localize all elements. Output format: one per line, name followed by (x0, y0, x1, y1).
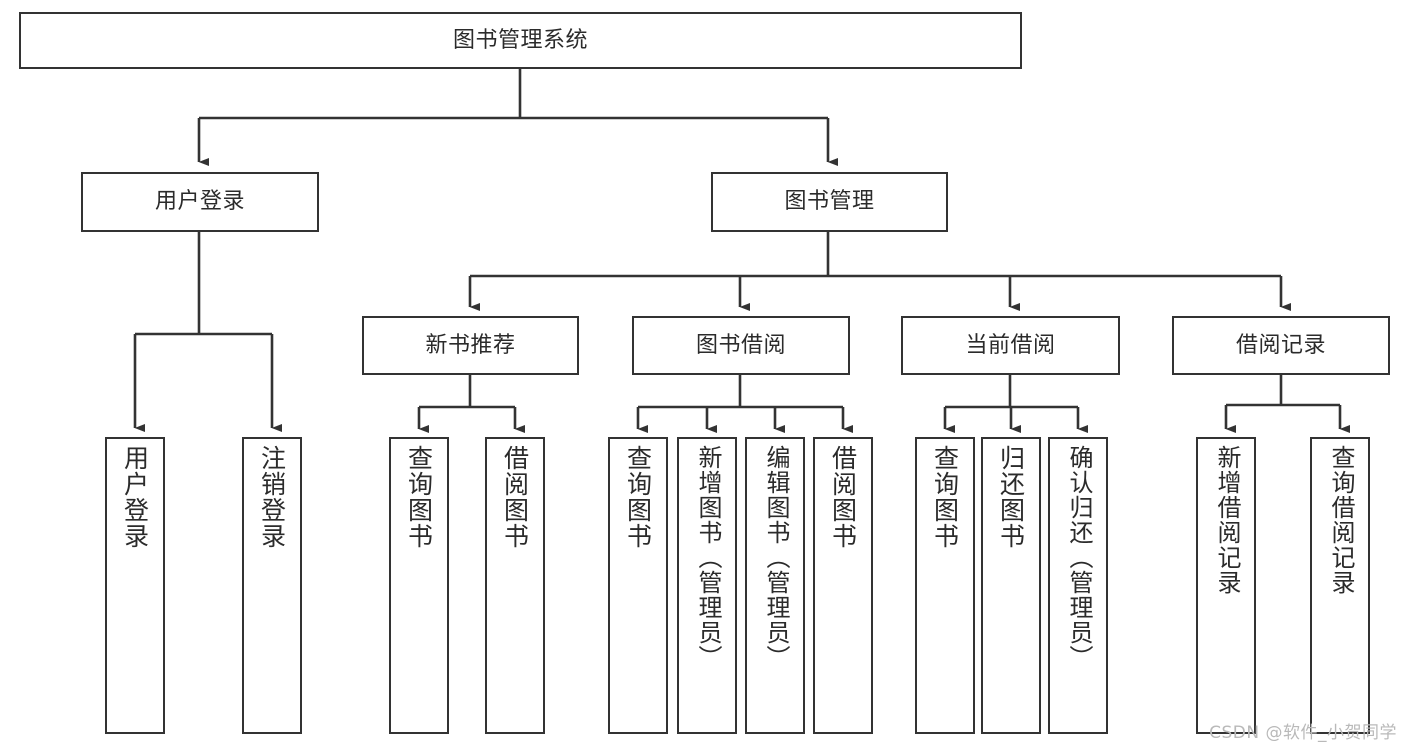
node-leaf-query-book-2[interactable]: 查询图书 (608, 437, 668, 734)
node-leaf-confirm-return-label: 确认归还（管理员） (1064, 445, 1093, 670)
node-leaf-query-book-2-label: 查询图书 (623, 445, 653, 549)
node-leaf-edit-book[interactable]: 编辑图书（管理员） (745, 437, 805, 734)
node-leaf-borrow-book-1[interactable]: 借阅图书 (485, 437, 545, 734)
node-current-borrow[interactable]: 当前借阅 (901, 316, 1120, 375)
node-leaf-return-book-label: 归还图书 (996, 445, 1026, 549)
node-book-borrow[interactable]: 图书借阅 (632, 316, 850, 375)
node-leaf-add-book-label: 新增图书（管理员） (693, 445, 722, 670)
node-user-login-label: 用户登录 (154, 189, 245, 215)
node-borrow-record-label: 借阅记录 (1235, 332, 1326, 358)
node-leaf-borrow-book-1-label: 借阅图书 (500, 445, 530, 549)
node-leaf-edit-book-label: 编辑图书（管理员） (761, 445, 790, 670)
node-leaf-query-book-1-label: 查询图书 (404, 445, 434, 549)
node-user-login[interactable]: 用户登录 (81, 172, 319, 232)
node-leaf-logout-label: 注销登录 (257, 445, 287, 549)
node-leaf-borrow-book-2-label: 借阅图书 (828, 445, 858, 549)
node-new-book-recommend-label: 新书推荐 (425, 332, 516, 358)
node-current-borrow-label: 当前借阅 (965, 332, 1056, 358)
node-root[interactable]: 图书管理系统 (19, 12, 1022, 69)
node-leaf-add-record[interactable]: 新增借阅记录 (1196, 437, 1256, 734)
node-leaf-borrow-book-2[interactable]: 借阅图书 (813, 437, 873, 734)
node-leaf-query-book-3[interactable]: 查询图书 (915, 437, 975, 734)
node-leaf-logout[interactable]: 注销登录 (242, 437, 302, 734)
node-leaf-return-book[interactable]: 归还图书 (981, 437, 1041, 734)
node-leaf-confirm-return[interactable]: 确认归还（管理员） (1048, 437, 1108, 734)
node-leaf-add-book[interactable]: 新增图书（管理员） (677, 437, 737, 734)
node-book-management[interactable]: 图书管理 (711, 172, 948, 232)
node-borrow-record[interactable]: 借阅记录 (1172, 316, 1390, 375)
node-leaf-query-record[interactable]: 查询借阅记录 (1310, 437, 1370, 734)
node-book-management-label: 图书管理 (784, 189, 875, 215)
node-leaf-add-record-label: 新增借阅记录 (1212, 445, 1241, 595)
node-new-book-recommend[interactable]: 新书推荐 (362, 316, 579, 375)
node-leaf-query-record-label: 查询借阅记录 (1326, 445, 1355, 595)
node-leaf-user-login[interactable]: 用户登录 (105, 437, 165, 734)
node-leaf-query-book-1[interactable]: 查询图书 (389, 437, 449, 734)
node-book-borrow-label: 图书借阅 (695, 332, 786, 358)
node-leaf-query-book-3-label: 查询图书 (930, 445, 960, 549)
node-root-label: 图书管理系统 (452, 27, 588, 53)
node-leaf-user-login-label: 用户登录 (120, 445, 150, 549)
